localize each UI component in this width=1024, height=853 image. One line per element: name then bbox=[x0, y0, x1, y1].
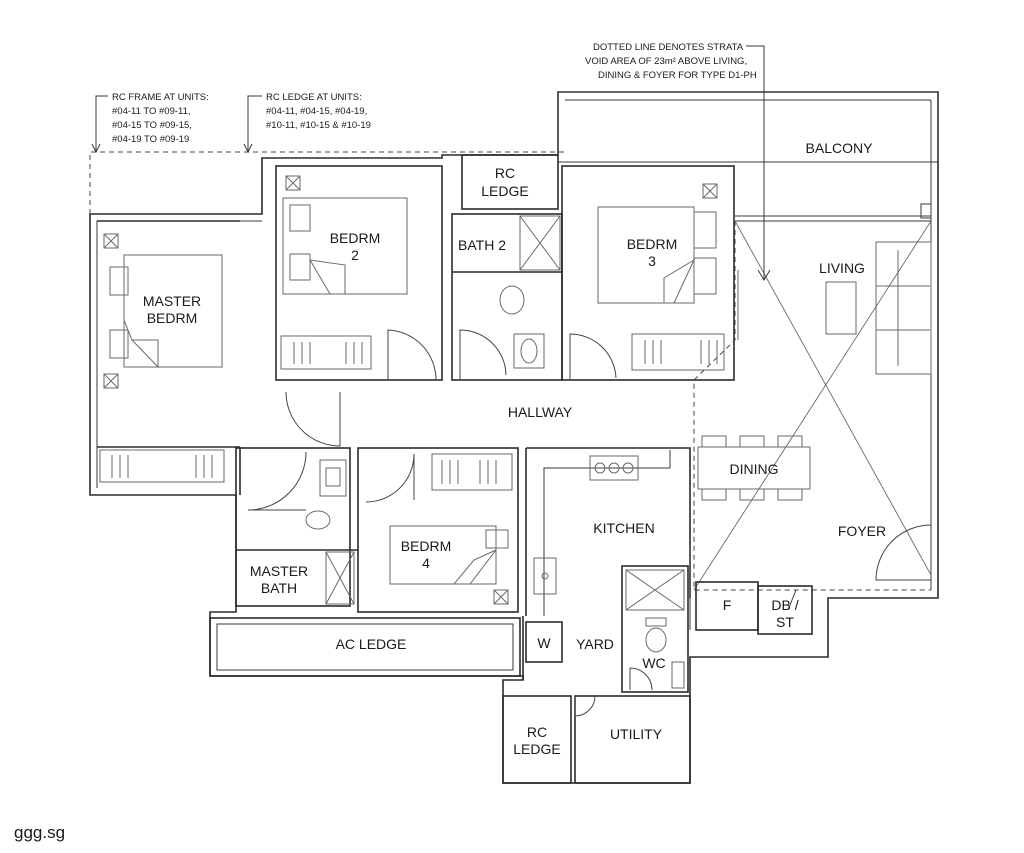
master-bedroom bbox=[97, 220, 241, 495]
strata-note-line-1: DOTTED LINE DENOTES STRATA bbox=[593, 42, 744, 53]
rc-frame-note-line-3: #04-15 TO #09-15, bbox=[112, 120, 192, 131]
strata-note-line-3: DINING & FOYER FOR TYPE D1-PH bbox=[598, 70, 757, 81]
label-db-st-1: DB / bbox=[771, 597, 798, 613]
foyer-door bbox=[875, 524, 932, 581]
label-rc-ledge-top-1: RC bbox=[495, 165, 515, 181]
rc-frame-note-line-4: #04-19 TO #09-19 bbox=[112, 134, 189, 145]
bedroom-3 bbox=[561, 165, 735, 381]
label-f: F bbox=[723, 597, 732, 613]
label-bedrm2-1: BEDRM bbox=[330, 230, 381, 246]
watermark: ggg.sg bbox=[14, 823, 65, 842]
label-w: W bbox=[537, 635, 551, 651]
label-foyer: FOYER bbox=[838, 523, 886, 539]
label-balcony: BALCONY bbox=[806, 140, 874, 156]
label-master-bedrm-2: BEDRM bbox=[147, 310, 198, 326]
rc-frame-outline bbox=[89, 151, 565, 214]
label-bedrm4-1: BEDRM bbox=[401, 538, 452, 554]
bedroom-2 bbox=[275, 165, 443, 381]
label-ac-ledge: AC LEDGE bbox=[336, 636, 407, 652]
label-master-bath-1: MASTER bbox=[250, 563, 308, 579]
label-kitchen: KITCHEN bbox=[593, 520, 654, 536]
label-bedrm3-2: 3 bbox=[648, 253, 656, 269]
note-leaders bbox=[91, 45, 771, 281]
label-bedrm2-2: 2 bbox=[351, 247, 359, 263]
rc-frame-note-line-2: #04-11 TO #09-11, bbox=[112, 106, 191, 117]
label-master-bath-2: BATH bbox=[261, 580, 297, 596]
wc bbox=[621, 565, 689, 693]
label-bath2: BATH 2 bbox=[458, 237, 506, 253]
rc-frame-note-line-1: RC FRAME AT UNITS: bbox=[112, 92, 209, 103]
label-bedrm3-1: BEDRM bbox=[627, 236, 678, 252]
label-master-bedrm-1: MASTER bbox=[143, 293, 201, 309]
bedroom-4 bbox=[357, 447, 519, 613]
label-bedrm4-2: 4 bbox=[422, 555, 430, 571]
label-db-st-2: ST bbox=[776, 614, 794, 630]
strata-note-line-2: VOID AREA OF 23m² ABOVE LIVING, bbox=[585, 56, 747, 67]
ac-ledge-box bbox=[209, 617, 521, 677]
rc-ledge-top-box bbox=[461, 154, 559, 210]
rc-ledge-note-line-3: #10-11, #10-15 & #10-19 bbox=[266, 120, 371, 131]
master-bedrm-door bbox=[285, 391, 341, 447]
living-area bbox=[737, 241, 932, 375]
rc-ledge-note-line-1: RC LEDGE AT UNITS: bbox=[266, 92, 362, 103]
balcony-area bbox=[557, 91, 939, 222]
master-bath bbox=[235, 447, 358, 607]
label-rc-ledge-bottom-1: RC bbox=[527, 724, 547, 740]
rc-ledge-note-line-2: #04-11, #04-15, #04-19, bbox=[266, 106, 367, 117]
label-hallway: HALLWAY bbox=[508, 404, 573, 420]
label-living: LIVING bbox=[819, 260, 865, 276]
label-dining: DINING bbox=[730, 461, 779, 477]
dining-table bbox=[697, 435, 811, 501]
label-wc: WC bbox=[642, 655, 665, 671]
kitchen bbox=[525, 447, 691, 630]
label-utility: UTILITY bbox=[610, 726, 663, 742]
utility-room bbox=[502, 695, 691, 784]
utility-cabinets bbox=[695, 581, 813, 635]
label-rc-ledge-top-2: LEDGE bbox=[481, 183, 528, 199]
label-rc-ledge-bottom-2: LEDGE bbox=[513, 741, 560, 757]
yard bbox=[522, 616, 563, 680]
label-yard: YARD bbox=[576, 636, 614, 652]
strata-void bbox=[693, 220, 932, 591]
